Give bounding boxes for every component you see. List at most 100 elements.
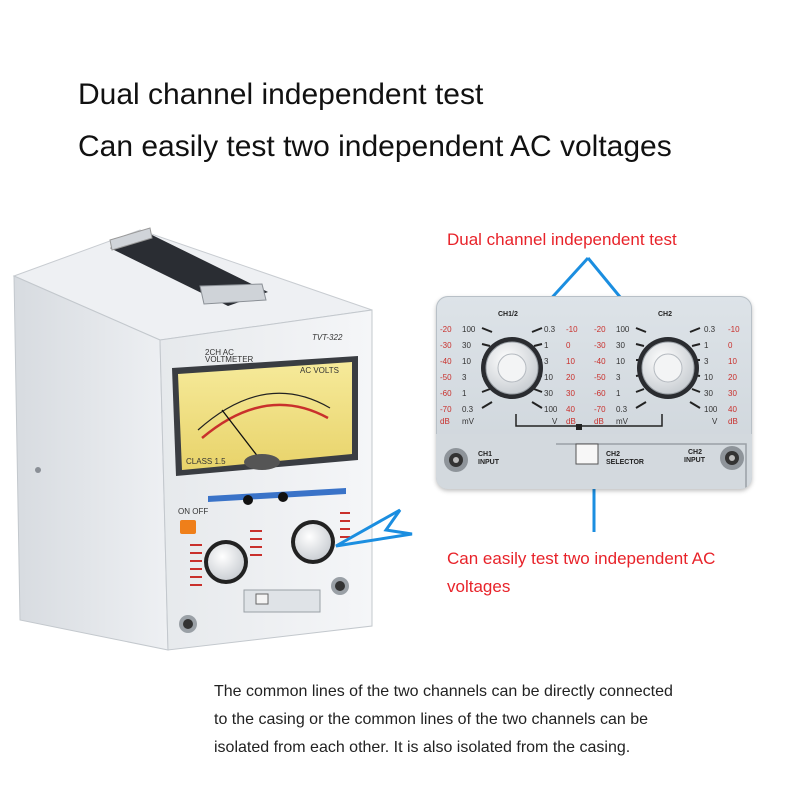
svg-text:1: 1	[462, 389, 467, 398]
svg-text:-60: -60	[594, 389, 606, 398]
callout-two-voltages-line1: Can easily test two independent AC	[447, 549, 716, 568]
panel-v-unit-right: V	[712, 417, 718, 426]
panel-mid-db-scale: -10 0 10 20 30 40	[566, 325, 578, 414]
svg-text:-70: -70	[594, 405, 606, 414]
svg-text:-50: -50	[440, 373, 452, 382]
svg-text:40: 40	[566, 405, 575, 414]
svg-text:0.3: 0.3	[462, 405, 474, 414]
svg-text:-30: -30	[440, 341, 452, 350]
svg-text:-20: -20	[440, 325, 452, 334]
front-panel-closeup: CH1/2 CH2 -20 -30 -40 -50 -60 -70 100 30…	[436, 296, 752, 489]
panel-ch2-selector-button[interactable]	[575, 443, 599, 465]
svg-text:20: 20	[566, 373, 575, 382]
device-model: TVT-322	[312, 333, 343, 342]
svg-text:1: 1	[544, 341, 549, 350]
svg-text:100: 100	[704, 405, 718, 414]
svg-text:100: 100	[462, 325, 476, 334]
meter-class-label: CLASS 1.5	[186, 457, 226, 466]
power-label: ON OFF	[178, 507, 208, 516]
svg-text:-40: -40	[440, 357, 452, 366]
device-title-line2: VOLTMETER	[205, 355, 254, 364]
panel-ch1-input-label: CH1	[478, 451, 492, 458]
svg-text:40: 40	[728, 405, 737, 414]
description-line1: The common lines of the two channels can…	[214, 683, 673, 700]
meter-label: AC VOLTS	[300, 366, 339, 375]
description-paragraph: The common lines of the two channels can…	[214, 678, 789, 762]
panel-mv-unit-left: mV	[462, 417, 475, 426]
panel-db-unit-right: dB	[594, 417, 604, 426]
svg-text:10: 10	[544, 373, 553, 382]
panel-ch2-input-label2: INPUT	[684, 457, 706, 464]
callout-two-voltages-line2: voltages	[447, 577, 511, 596]
svg-text:30: 30	[704, 389, 713, 398]
svg-text:30: 30	[616, 341, 625, 350]
panel-mid-v-scale: 0.3 1 3 10 30 100	[544, 325, 558, 414]
svg-text:0: 0	[728, 341, 733, 350]
svg-text:-30: -30	[594, 341, 606, 350]
panel-ch1-input-socket[interactable]	[444, 448, 468, 472]
svg-text:-70: -70	[440, 405, 452, 414]
svg-text:-10: -10	[728, 325, 740, 334]
panel-knob-ch2[interactable]	[637, 337, 699, 399]
front-ch2-selector[interactable]	[255, 593, 269, 605]
callout-two-voltages: Can easily test two independent AC volta…	[447, 545, 715, 601]
callout-dual-channel: Dual channel independent test	[447, 230, 677, 249]
panel-knob-ch12[interactable]	[481, 337, 543, 399]
panel-ch2-selector-label: CH2	[606, 451, 620, 458]
svg-text:3: 3	[704, 357, 709, 366]
panel-mv-unit-right: mV	[616, 417, 629, 426]
svg-text:0.3: 0.3	[704, 325, 716, 334]
svg-text:10: 10	[704, 373, 713, 382]
description-line2: to the casing or the common lines of the…	[214, 711, 649, 728]
panel-db-unit-mid: dB	[566, 417, 576, 426]
svg-text:-10: -10	[566, 325, 578, 334]
front-ch1-input-socket[interactable]	[179, 615, 197, 633]
svg-text:100: 100	[616, 325, 630, 334]
panel-left-mv-scale: 100 30 10 3 1 0.3	[462, 325, 476, 414]
svg-text:1: 1	[704, 341, 709, 350]
svg-text:-20: -20	[594, 325, 606, 334]
panel-right-mv-scale: 100 30 10 3 1 0.3	[616, 325, 630, 414]
svg-text:0.3: 0.3	[544, 325, 556, 334]
svg-text:30: 30	[566, 389, 575, 398]
svg-text:10: 10	[616, 357, 625, 366]
panel-left-db-scale: -20 -30 -40 -50 -60 -70	[440, 325, 452, 414]
svg-text:0.3: 0.3	[616, 405, 628, 414]
panel-v-unit-left: V	[552, 417, 558, 426]
svg-text:30: 30	[728, 389, 737, 398]
svg-text:3: 3	[616, 373, 621, 382]
svg-text:100: 100	[544, 405, 558, 414]
svg-text:-40: -40	[594, 357, 606, 366]
svg-text:1: 1	[616, 389, 621, 398]
device-title-line1: 2CH AC	[205, 348, 234, 357]
panel-ch2-input-socket[interactable]	[720, 446, 744, 470]
panel-ch2-selector-label2: SELECTOR	[606, 459, 644, 466]
panel-right-db2-scale: -10 0 10 20 30 40	[728, 325, 740, 414]
svg-text:3: 3	[544, 357, 549, 366]
headline-line1: Dual channel independent test	[78, 78, 484, 111]
power-switch[interactable]	[180, 520, 196, 534]
panel-ch12-label: CH1/2	[498, 311, 518, 318]
svg-text:3: 3	[462, 373, 467, 382]
headline-line2: Can easily test two independent AC volta…	[78, 130, 672, 163]
description-line3: isolated from each other. It is also iso…	[214, 739, 631, 756]
front-knob-ch12[interactable]	[204, 540, 248, 584]
panel-ch2-input-label: CH2	[688, 449, 702, 456]
panel-ch1-input-label2: INPUT	[478, 459, 500, 466]
svg-text:-50: -50	[594, 373, 606, 382]
svg-text:20: 20	[728, 373, 737, 382]
panel-ch2-label: CH2	[658, 311, 672, 318]
panel-right-db-scale: -20 -30 -40 -50 -60 -70	[594, 325, 606, 414]
svg-text:-60: -60	[440, 389, 452, 398]
svg-text:0: 0	[566, 341, 571, 350]
svg-text:30: 30	[462, 341, 471, 350]
panel-right-v-scale: 0.3 1 3 10 30 100	[704, 325, 718, 414]
front-ch2-input-socket[interactable]	[331, 577, 349, 595]
svg-text:10: 10	[462, 357, 471, 366]
front-knob-ch2[interactable]	[291, 520, 335, 564]
panel-db-unit-right2: dB	[728, 417, 738, 426]
svg-text:10: 10	[566, 357, 575, 366]
svg-text:10: 10	[728, 357, 737, 366]
panel-db-unit-left: dB	[440, 417, 450, 426]
